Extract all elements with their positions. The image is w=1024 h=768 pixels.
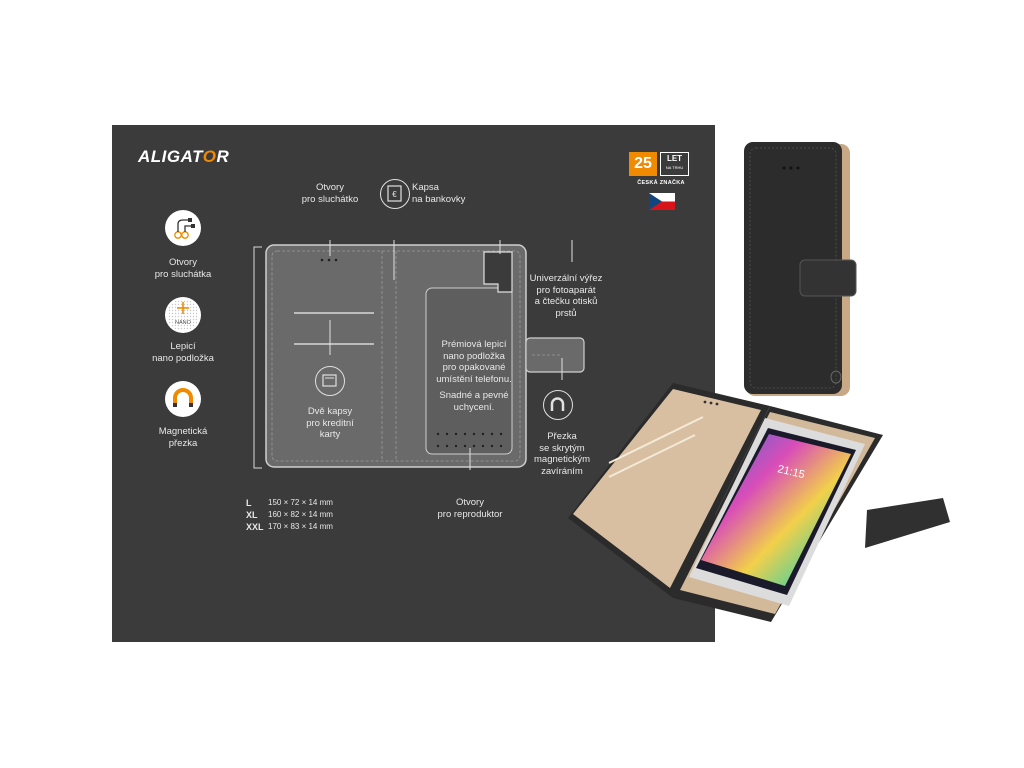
nano-icon-text: NANO bbox=[175, 320, 192, 326]
callout-speaker: Otvory pro reproduktor bbox=[437, 497, 503, 520]
banknote-icon: € bbox=[380, 179, 410, 209]
earphones-icon bbox=[174, 218, 195, 239]
aligator-logo: ALIGATOR bbox=[138, 147, 230, 166]
feature-label-earphones: Otvory pro sluchátka bbox=[154, 257, 212, 280]
callout-camera: Univerzální výřez pro fotoaparát a čtečk… bbox=[529, 273, 603, 319]
magnet-feature-icon bbox=[165, 381, 201, 417]
callout-secure: Snadné a pevné uchycení. bbox=[439, 390, 509, 413]
earphones-feature-icon bbox=[165, 210, 201, 246]
callout-cards: Dvě kapsy pro kreditní karty bbox=[306, 406, 354, 440]
nano-pad-feature-icon: NANO bbox=[165, 297, 201, 333]
feature-label-magnet: Magnetická přezka bbox=[158, 426, 208, 449]
svg-text:€: € bbox=[392, 190, 397, 199]
credit-card-icon bbox=[315, 366, 345, 396]
open-case-image: 21:15 bbox=[568, 383, 950, 622]
magnet-icon bbox=[173, 388, 193, 407]
closed-case-image bbox=[744, 142, 857, 396]
czech-flag-icon bbox=[649, 193, 675, 210]
callout-clasp: Přezka se skrytým magnetickým zavíráním bbox=[534, 431, 590, 477]
case-diagram bbox=[253, 240, 585, 470]
years-number: 25 bbox=[629, 152, 657, 176]
callout-banknotes: Kapsa na bankovky bbox=[412, 182, 466, 205]
clasp-magnet-icon bbox=[543, 390, 573, 420]
feature-label-nano: Lepicí nano podložka bbox=[152, 341, 214, 364]
callout-earpiece: Otvory pro sluchátko bbox=[301, 182, 359, 205]
czech-brand-label: ČESKÁ ZNAČKA bbox=[637, 180, 685, 186]
nano-pad-icon: NANO bbox=[167, 299, 199, 331]
callout-nano: Prémiová lepicí nano podložka pro opakov… bbox=[436, 339, 512, 385]
